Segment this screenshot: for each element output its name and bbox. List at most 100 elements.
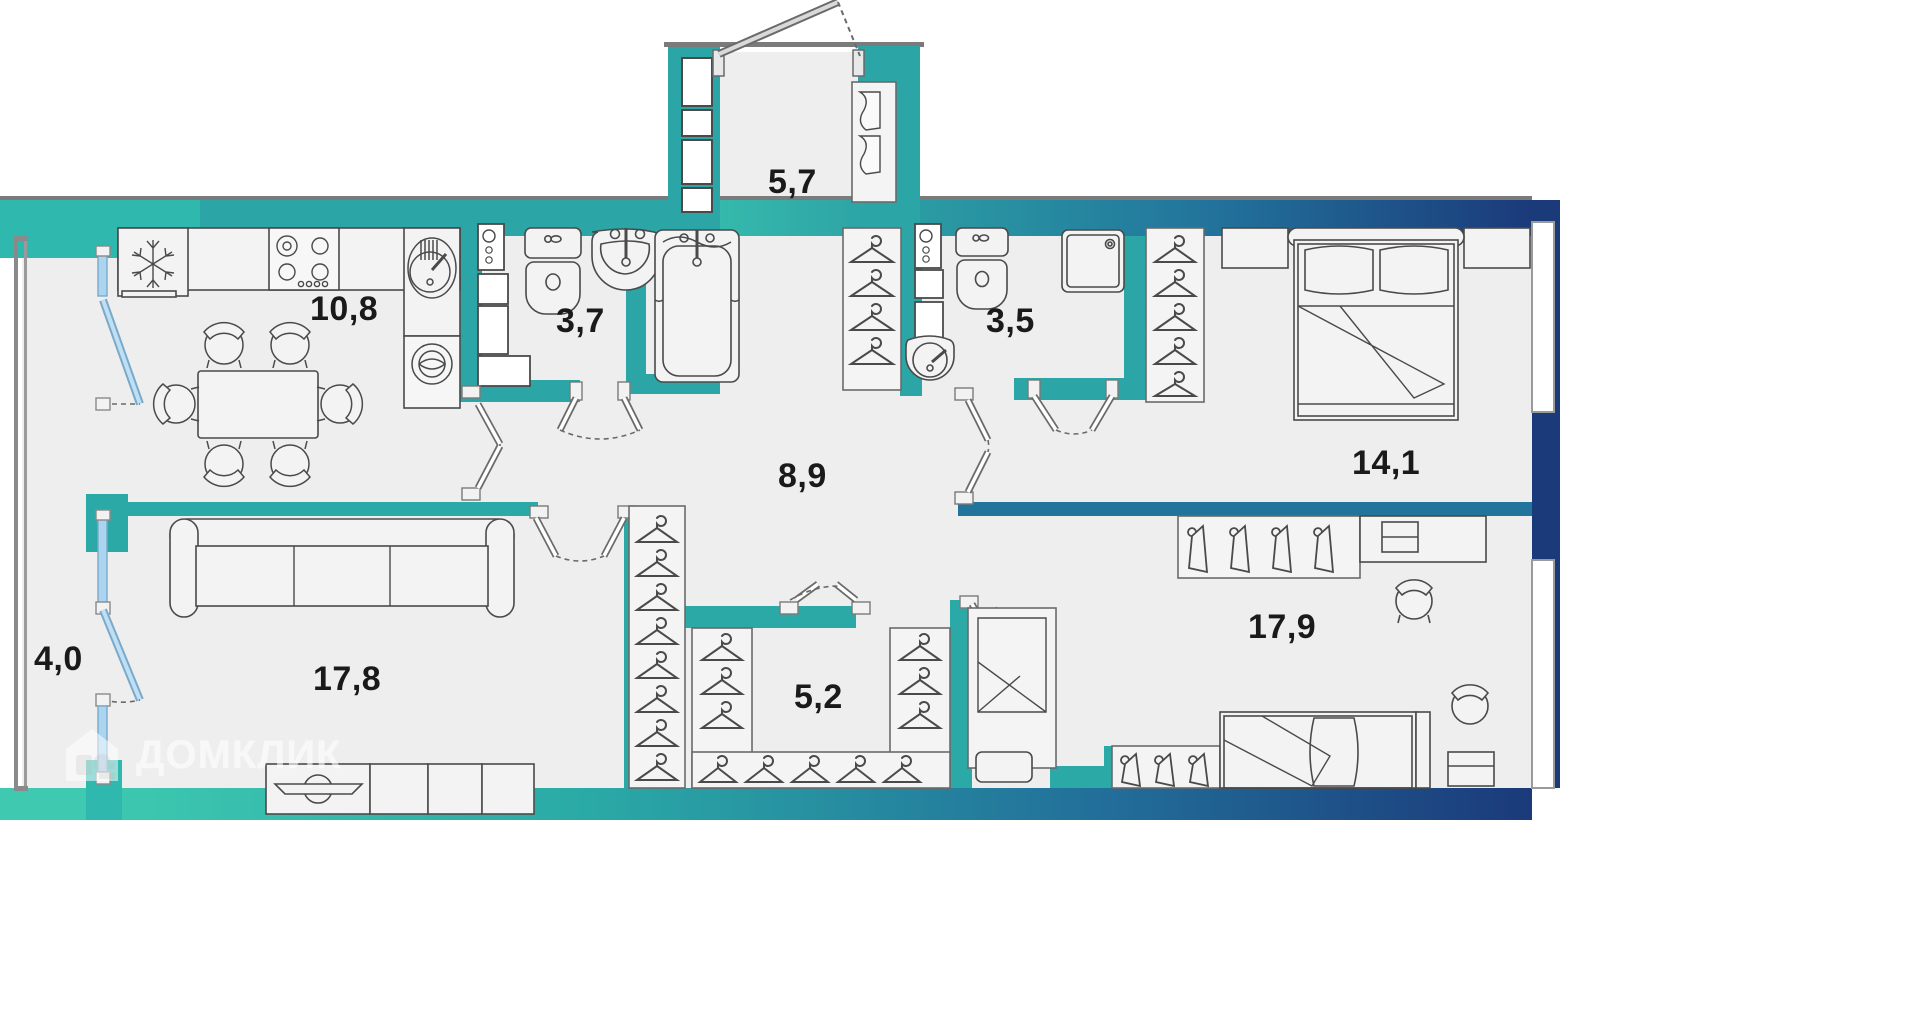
closet-bedroom2 <box>967 607 1057 769</box>
wall-top-cap <box>0 196 1532 200</box>
desk-icon <box>1359 515 1487 563</box>
clothes-hanger-icon <box>847 235 897 365</box>
door-hinge <box>529 505 549 519</box>
kitchen-furniture <box>117 227 461 488</box>
clothes-hanger-icon <box>1187 524 1335 574</box>
clothes-hanger-icon <box>697 755 923 783</box>
armchair-icon <box>1450 684 1490 725</box>
washing-machine-icon <box>411 343 453 385</box>
bedroom-1-furniture <box>1145 227 1531 421</box>
door-hinge <box>1027 379 1041 399</box>
dining-table-icon <box>197 370 319 439</box>
living-room-door[interactable] <box>529 505 637 562</box>
wall-entrance-cap <box>664 42 924 47</box>
kitchen-niche-slots <box>477 223 531 387</box>
bathtub-icon <box>654 229 740 383</box>
niche-slot-10 <box>914 269 944 299</box>
wall-wardrobe-top <box>680 606 856 628</box>
dining-chair-icon <box>203 321 245 369</box>
door-swing-arc <box>789 585 839 601</box>
washbasin-icon <box>905 335 955 381</box>
area-label-living-room: 17,8 <box>313 660 382 698</box>
nightstand-icon <box>1463 227 1531 269</box>
nightstand-icon <box>1221 227 1289 269</box>
wardrobe-rail-bedroom2-bottom <box>1111 745 1221 789</box>
area-label-kitchen: 10,8 <box>310 290 379 328</box>
office-chair-icon <box>1394 579 1434 624</box>
wall-kitchen-bath <box>460 236 482 394</box>
balcony-rail-cap-top <box>14 236 28 241</box>
entry-door-leaf-fill <box>718 0 839 56</box>
door-hinge <box>461 487 481 501</box>
niche-dot-small <box>922 255 930 263</box>
door-swing-arc <box>1055 429 1093 435</box>
door-hinge <box>779 601 799 615</box>
balcony-door-leaf-1-fill <box>101 299 142 405</box>
niche-dot-large <box>482 229 496 243</box>
balcony-window-3[interactable] <box>97 705 108 779</box>
hall-door-left[interactable] <box>954 387 992 505</box>
floor-balcony <box>22 222 90 788</box>
bedroom-2-furniture <box>967 515 1495 789</box>
cooktop-icon <box>276 235 329 288</box>
clothes-hanger-icon <box>1120 752 1210 788</box>
balcony-window-1[interactable] <box>97 251 108 297</box>
niche-dot-mid <box>485 246 493 254</box>
bathroom-2-fixtures <box>905 227 1125 381</box>
niche-slot-6 <box>477 273 509 305</box>
kitchen-sink-icon <box>407 237 457 299</box>
boot-rack <box>851 81 897 203</box>
wardrobe-box <box>842 227 902 391</box>
double-bed-icon <box>1287 227 1465 421</box>
window-right-lower <box>1531 559 1555 789</box>
window-right-upper <box>1531 221 1555 413</box>
wardrobe-hangers <box>628 505 951 789</box>
area-label-bedroom-1: 14,1 <box>1352 444 1421 482</box>
balcony-window-2[interactable] <box>97 515 108 609</box>
window-hinge <box>95 771 111 785</box>
door-swing-arc <box>559 429 641 440</box>
niche-slot-8 <box>477 355 531 387</box>
clothes-hanger-icon <box>698 633 746 729</box>
area-label-bathroom-2: 3,5 <box>986 302 1035 340</box>
bathroom-2-niche-slots <box>914 223 944 345</box>
kitchen-door[interactable] <box>461 385 504 501</box>
wall-bath2-right <box>1124 236 1146 400</box>
door-hinge <box>617 381 631 401</box>
area-label-bathroom-main: 3,7 <box>556 302 605 340</box>
niche-slot-9 <box>914 223 942 269</box>
side-table-icon <box>1447 751 1495 787</box>
door-swing-arc <box>555 555 605 562</box>
area-label-wardrobe: 5,2 <box>794 678 843 716</box>
dining-chair-icon <box>269 440 311 488</box>
door-swing-arc <box>987 439 990 453</box>
bathroom-2-door[interactable] <box>1027 379 1119 435</box>
door-hinge <box>954 491 974 505</box>
niche-slot-4 <box>681 187 713 213</box>
wardrobe-door[interactable] <box>779 581 871 615</box>
area-label-bedroom-2: 17,9 <box>1248 608 1317 646</box>
closet-diagonals <box>977 661 1047 713</box>
entry-door <box>712 0 865 77</box>
toilet-icon <box>955 227 1009 310</box>
niche-slot-7 <box>477 305 509 355</box>
toilet-icon <box>524 227 582 315</box>
niche-dot-mid <box>922 246 930 254</box>
door-hinge <box>954 387 974 401</box>
niche-slot-3 <box>681 139 713 185</box>
dining-chair-icon <box>269 321 311 369</box>
living-room-furniture <box>169 518 535 815</box>
refrigerator-base <box>121 290 177 298</box>
niche-dot-large <box>919 229 933 243</box>
bathroom-main-door[interactable] <box>556 381 644 440</box>
window-hinge <box>95 245 111 257</box>
washing-machine-body <box>403 335 461 409</box>
clothes-hanger-icon <box>1151 235 1199 397</box>
boot-icon <box>857 91 881 131</box>
single-bed-icon <box>1219 711 1431 789</box>
balcony-door-leaf-2-fill <box>101 609 142 701</box>
area-label-entrance-hall: 5,7 <box>768 163 817 201</box>
hall-wardrobe <box>842 227 902 391</box>
clothes-hanger-icon <box>896 633 944 729</box>
